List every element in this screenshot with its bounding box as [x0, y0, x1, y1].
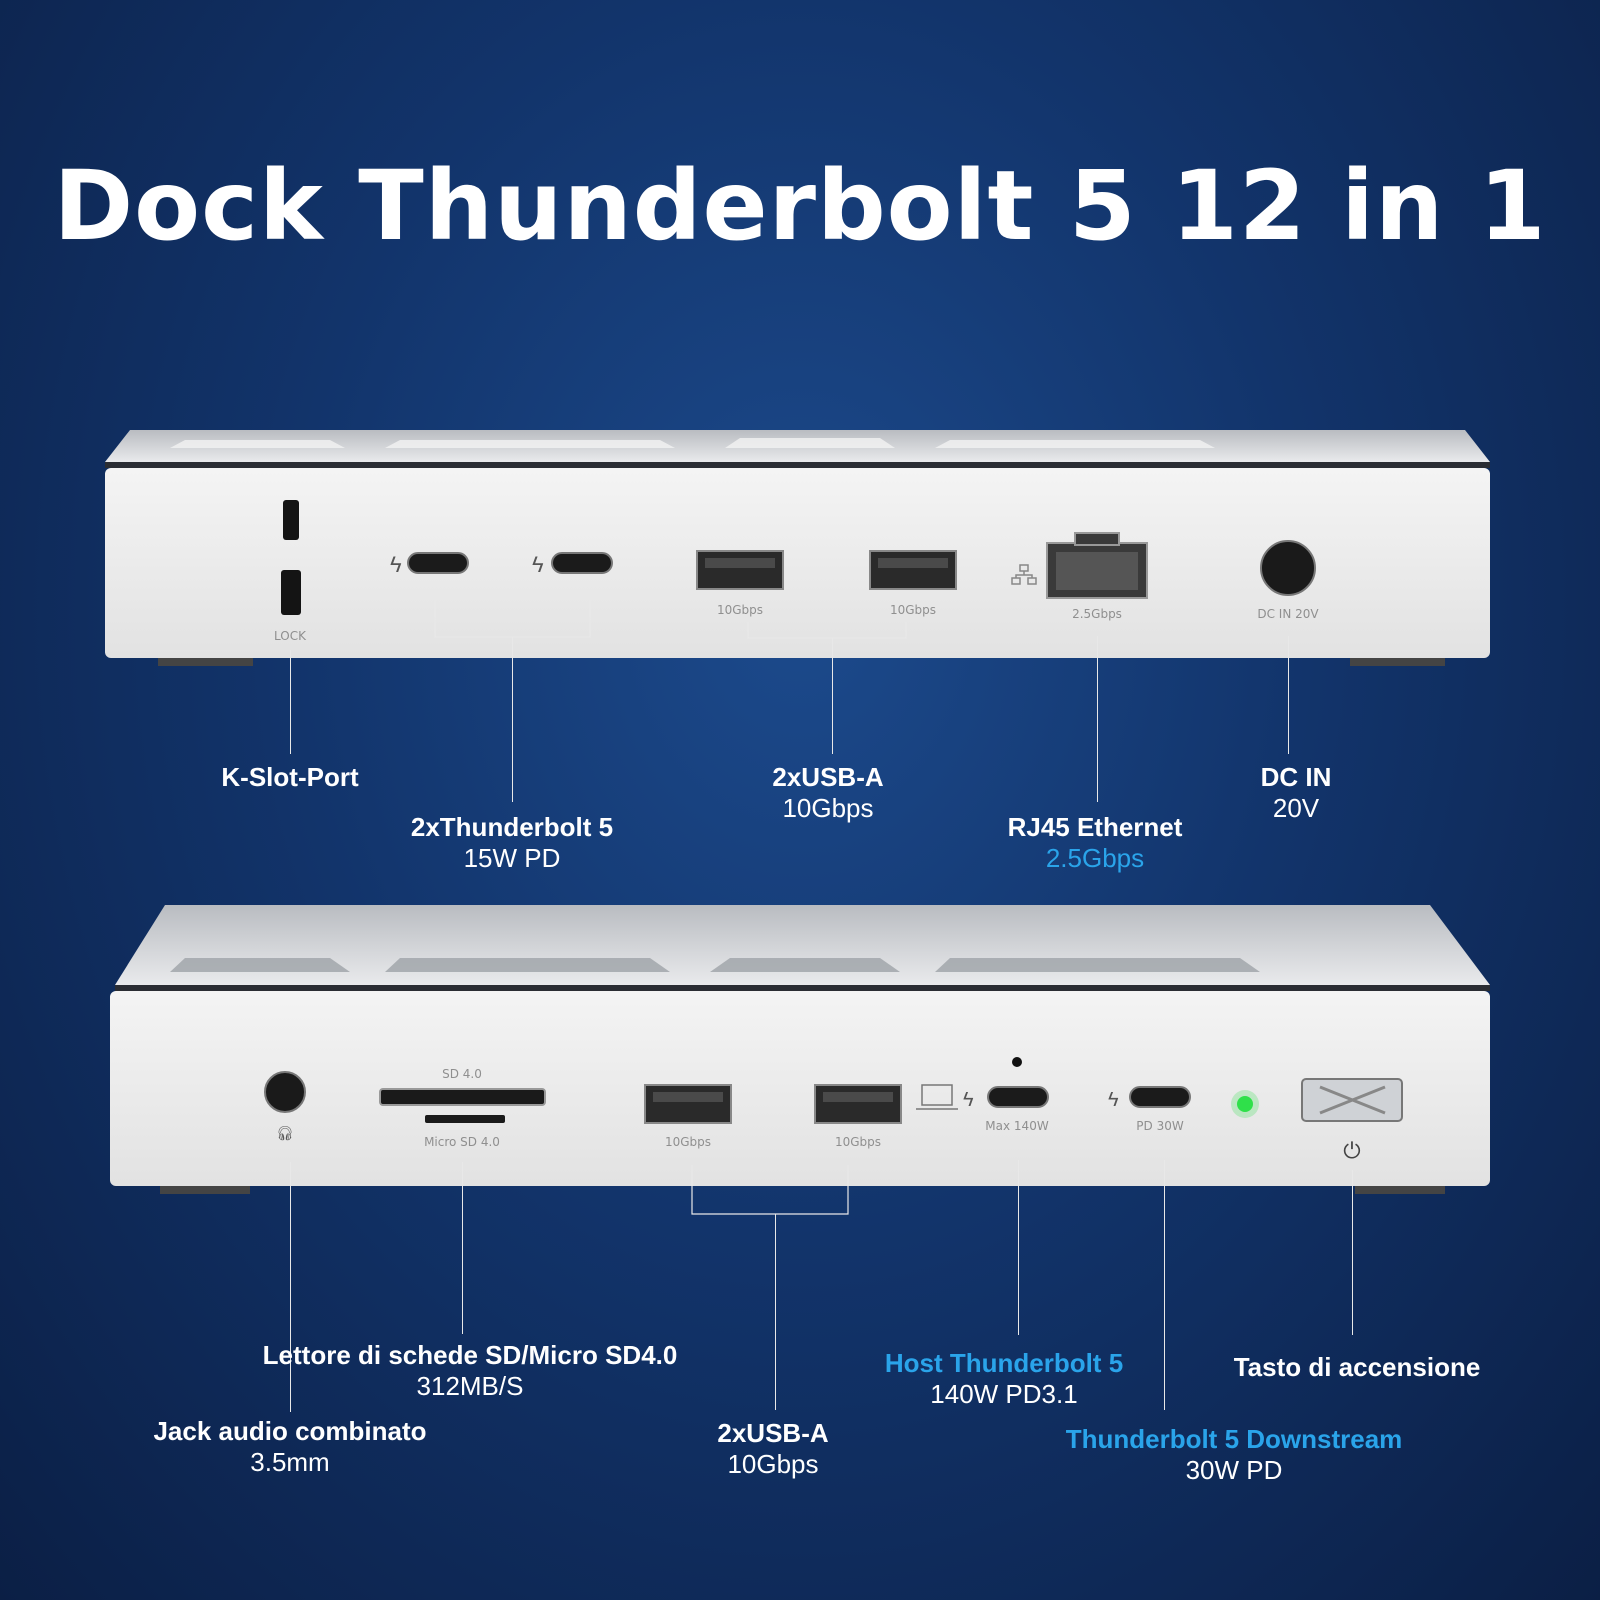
- callout-name: 2xUSB-A: [717, 1418, 829, 1448]
- callout-name: Tasto di accensione: [1233, 1352, 1481, 1382]
- power-icon: ⏻: [1343, 1138, 1360, 1163]
- callout-name: Thunderbolt 5 Downstream: [1065, 1424, 1403, 1454]
- callout-host-thunderbolt: Host Thunderbolt 5 140W PD3.1: [885, 1348, 1123, 1410]
- callout-dcin: DC IN 20V: [1261, 762, 1332, 824]
- micro-sd-label: Micro SD 4.0: [424, 1135, 500, 1149]
- thunderbolt-icon: ϟ: [532, 552, 544, 577]
- leader-line: [1164, 1160, 1165, 1410]
- callout-name: 2xThunderbolt 5: [410, 812, 614, 842]
- callout-name: 2xUSB-A: [772, 762, 884, 792]
- callout-downstream-thunderbolt: Thunderbolt 5 Downstream 30W PD: [1066, 1424, 1403, 1486]
- callout-spec: 15W PD: [463, 843, 561, 874]
- callout-thunderbolt: 2xThunderbolt 5 15W PD: [411, 812, 613, 874]
- front-dock: 🎧︎ SD 4.0 Micro SD 4.0 10Gbps 10Gbps ϟ M…: [110, 905, 1490, 1215]
- rj45-speed-label: 2.5Gbps: [1072, 607, 1122, 621]
- callout-name: Jack audio combinato: [153, 1416, 427, 1446]
- leader-line: [1018, 1160, 1019, 1335]
- usb-a-port: [696, 550, 784, 590]
- lock-label: LOCK: [274, 629, 307, 643]
- usb-a-speed-label: 10Gbps: [835, 1135, 881, 1149]
- callout-spec: 2.5Gbps: [1045, 843, 1145, 874]
- usb-a-port: [814, 1084, 902, 1124]
- usb-a-speed-label: 10Gbps: [717, 603, 763, 617]
- rear-dock: LOCK ϟ ϟ 10Gbps 10Gbps 2.5Gbps DC IN 20V: [105, 430, 1490, 666]
- micro-sd-slot: [425, 1115, 505, 1123]
- callout-spec: 140W PD3.1: [930, 1379, 1078, 1410]
- thunderbolt-port: [551, 552, 613, 574]
- downstream-thunderbolt-port: [1129, 1086, 1191, 1108]
- leader-line: [1097, 636, 1098, 802]
- status-led: [1237, 1096, 1253, 1112]
- downstream-power-label: PD 30W: [1136, 1119, 1184, 1133]
- usb-a-speed-label: 10Gbps: [890, 603, 936, 617]
- callout-name: RJ45 Ethernet: [1007, 812, 1183, 842]
- leader-line: [290, 1162, 291, 1412]
- callout-name: Lettore di schede SD/Micro SD4.0: [262, 1340, 678, 1370]
- leader-line: [512, 637, 513, 802]
- callout-name: K-Slot-Port: [221, 762, 359, 792]
- leader-line: [832, 638, 833, 754]
- usb-a-port: [869, 550, 957, 590]
- callout-spec: 10Gbps: [782, 793, 874, 824]
- callout-spec: 312MB/S: [416, 1371, 524, 1402]
- callout-usba-front: 2xUSB-A 10Gbps: [717, 1418, 828, 1480]
- leader-line: [290, 650, 291, 754]
- host-thunderbolt-port: [987, 1086, 1049, 1108]
- thunderbolt-icon: ϟ: [390, 552, 402, 577]
- thunderbolt-icon: ϟ: [963, 1089, 974, 1111]
- thunderbolt-icon: ϟ: [1108, 1089, 1119, 1111]
- headphone-mic-icon: 🎧︎: [276, 1125, 294, 1141]
- callout-sd-reader: Lettore di schede SD/Micro SD4.0 312MB/S: [263, 1340, 678, 1402]
- page-title: Dock Thunderbolt 5 12 in 1: [53, 150, 1547, 262]
- callout-spec: 3.5mm: [250, 1447, 330, 1478]
- host-power-label: Max 140W: [985, 1119, 1049, 1133]
- leader-line: [775, 1214, 776, 1410]
- callout-spec: 10Gbps: [727, 1449, 819, 1480]
- callout-audio: Jack audio combinato 3.5mm: [153, 1416, 426, 1478]
- sd-label: SD 4.0: [442, 1067, 482, 1081]
- laptop-icon: [916, 1084, 958, 1110]
- callout-rj45: RJ45 Ethernet 2.5Gbps: [1008, 812, 1183, 874]
- callout-power-button: Tasto di accensione: [1234, 1352, 1481, 1383]
- usb-a-speed-label: 10Gbps: [665, 1135, 711, 1149]
- leader-line: [1352, 1170, 1353, 1335]
- callout-name: DC IN: [1260, 762, 1332, 792]
- callout-spec: 30W PD: [1185, 1455, 1283, 1486]
- callout-kslot: K-Slot-Port: [221, 762, 358, 793]
- sd-card-slot: [379, 1088, 546, 1106]
- audio-jack-port: [264, 1071, 306, 1113]
- dc-in-port: [1260, 540, 1316, 596]
- leader-line: [462, 1162, 463, 1334]
- dc-in-label: DC IN 20V: [1257, 607, 1319, 621]
- thunderbolt-port: [407, 552, 469, 574]
- callout-name: Host Thunderbolt 5: [884, 1348, 1124, 1378]
- usb-a-port: [644, 1084, 732, 1124]
- leader-line: [1288, 636, 1289, 754]
- callout-usba-rear: 2xUSB-A 10Gbps: [772, 762, 883, 824]
- network-icon: [1011, 564, 1037, 585]
- kslot-icon: [283, 500, 299, 540]
- callout-spec: 20V: [1272, 793, 1320, 824]
